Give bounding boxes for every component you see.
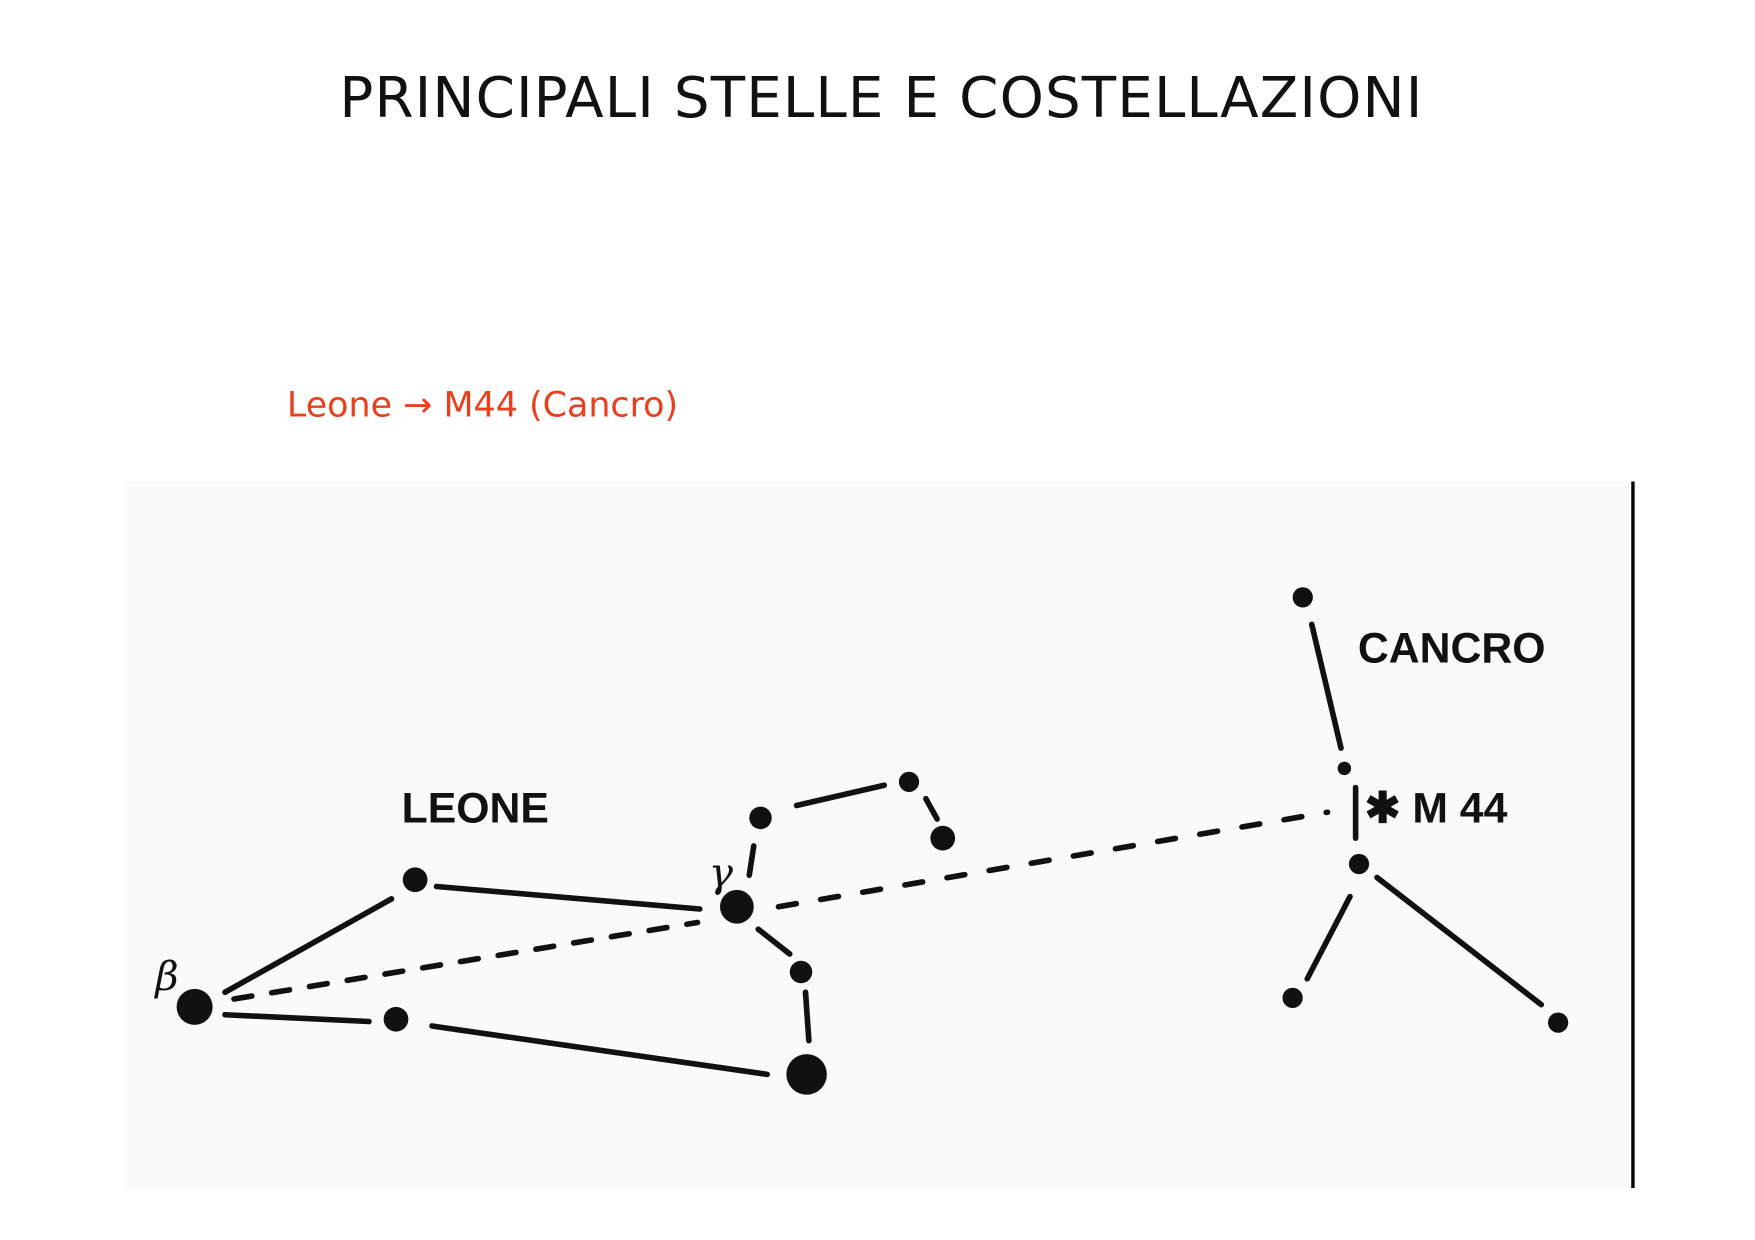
page-title: PRINCIPALI STELLE E COSTELLAZIONI [339, 65, 1424, 131]
label-beta: β [153, 952, 178, 1000]
constellation-figure [126, 481, 1636, 1188]
constellation-line [1304, 893, 1353, 982]
constellation-line [429, 1023, 771, 1078]
star [1548, 1012, 1569, 1033]
star [1337, 761, 1352, 776]
star [898, 771, 920, 792]
label-cancro: CANCRO [1358, 625, 1546, 673]
divider-line [1631, 481, 1635, 1188]
star [402, 867, 428, 893]
star [786, 1054, 827, 1095]
star [1282, 987, 1303, 1008]
pointer-dashed-line [231, 919, 701, 1002]
constellation-line [1374, 874, 1545, 1008]
label-m44: ✱ M 44 [1365, 784, 1508, 832]
constellation-line [222, 1011, 372, 1025]
constellation-line [793, 782, 888, 809]
star-gamma [720, 889, 754, 924]
constellation-line [746, 843, 757, 879]
star [383, 1006, 409, 1032]
subtitle: Leone → M44 (Cancro) [286, 384, 679, 426]
star [1348, 853, 1370, 875]
label-gamma: γ [709, 849, 734, 897]
constellation-line [433, 883, 703, 912]
constellation-line [1308, 621, 1344, 751]
label-leone: LEONE [402, 784, 549, 832]
star [749, 806, 772, 830]
pointer-dashed-line [775, 809, 1331, 910]
constellation-line [222, 896, 395, 996]
star [1292, 587, 1313, 608]
constellation-line [802, 989, 812, 1044]
star-beta [176, 988, 213, 1025]
constellation-line [923, 795, 940, 822]
constellation-line [755, 926, 793, 957]
star [789, 960, 813, 984]
star [930, 825, 956, 851]
